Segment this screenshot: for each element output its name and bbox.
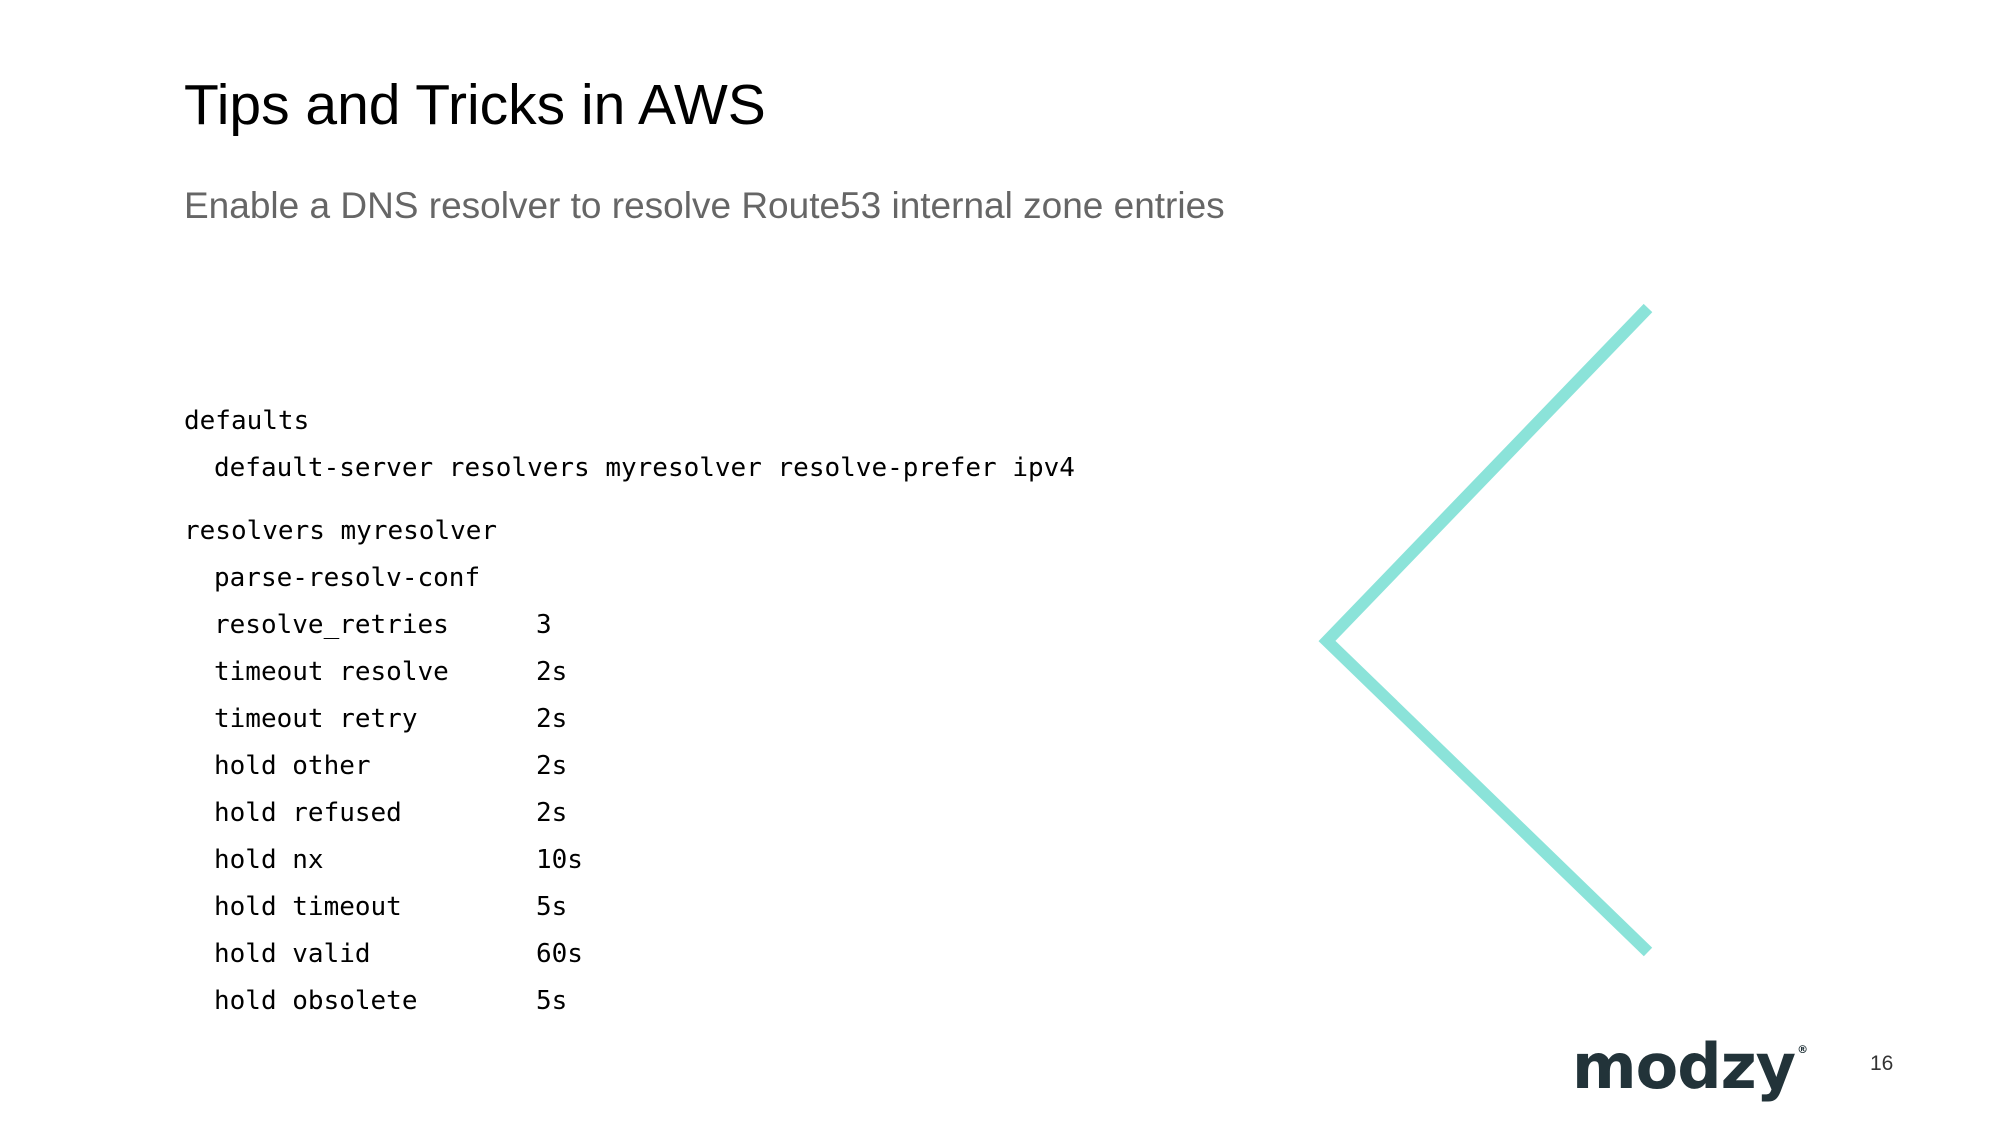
code-setting-value: 2s: [536, 751, 568, 781]
code-setting-key: timeout resolve: [214, 657, 449, 687]
code-setting-key: hold valid: [214, 939, 371, 969]
code-line-parse-resolv-conf: parse-resolv-conf: [214, 563, 481, 593]
code-line-default-server: default-server resolvers myresolver reso…: [214, 453, 1075, 483]
code-setting-value: 60s: [536, 939, 583, 969]
code-setting-row: timeout resolve 2s: [184, 649, 1075, 696]
code-setting-value: 2s: [536, 704, 568, 734]
code-setting-row: hold timeout 5s: [184, 884, 1075, 931]
code-setting-key: resolve_retries: [214, 610, 449, 640]
code-setting-row: hold refused 2s: [184, 790, 1075, 837]
code-setting-row: timeout retry 2s: [184, 696, 1075, 743]
code-setting-value: 2s: [536, 657, 568, 687]
code-setting-row: hold valid 60s: [184, 931, 1075, 978]
code-setting-row: resolve_retries 3: [184, 602, 1075, 649]
page-number: 16: [1870, 1052, 1894, 1075]
code-setting-row: hold nx 10s: [184, 837, 1075, 884]
slide-subtitle: Enable a DNS resolver to resolve Route53…: [184, 185, 1225, 226]
code-setting-key: timeout retry: [214, 704, 418, 734]
code-setting-row: hold other 2s: [184, 743, 1075, 790]
code-setting-key: hold timeout: [214, 892, 402, 922]
code-setting-value: 3: [536, 610, 552, 640]
slide-title: Tips and Tricks in AWS: [184, 73, 766, 137]
code-line-resolvers: resolvers myresolver: [184, 516, 498, 546]
code-setting-key: hold nx: [214, 845, 324, 875]
code-setting-key: hold obsolete: [214, 986, 418, 1016]
modzy-logo: modzy®: [1572, 1036, 1808, 1098]
code-setting-key: hold other: [214, 751, 371, 781]
code-setting-key: hold refused: [214, 798, 402, 828]
code-block: defaults default-server resolvers myreso…: [184, 398, 1075, 1025]
chevron-stroke: [1318, 303, 1653, 957]
code-setting-value: 2s: [536, 798, 568, 828]
code-setting-row: hold obsolete 5s: [184, 978, 1075, 1025]
logo-registered-mark: ®: [1797, 1043, 1809, 1056]
code-setting-value: 5s: [536, 986, 568, 1016]
code-setting-value: 10s: [536, 845, 583, 875]
code-line-defaults: defaults: [184, 406, 310, 436]
code-setting-value: 5s: [536, 892, 568, 922]
logo-wordmark: modzy: [1572, 1030, 1796, 1103]
